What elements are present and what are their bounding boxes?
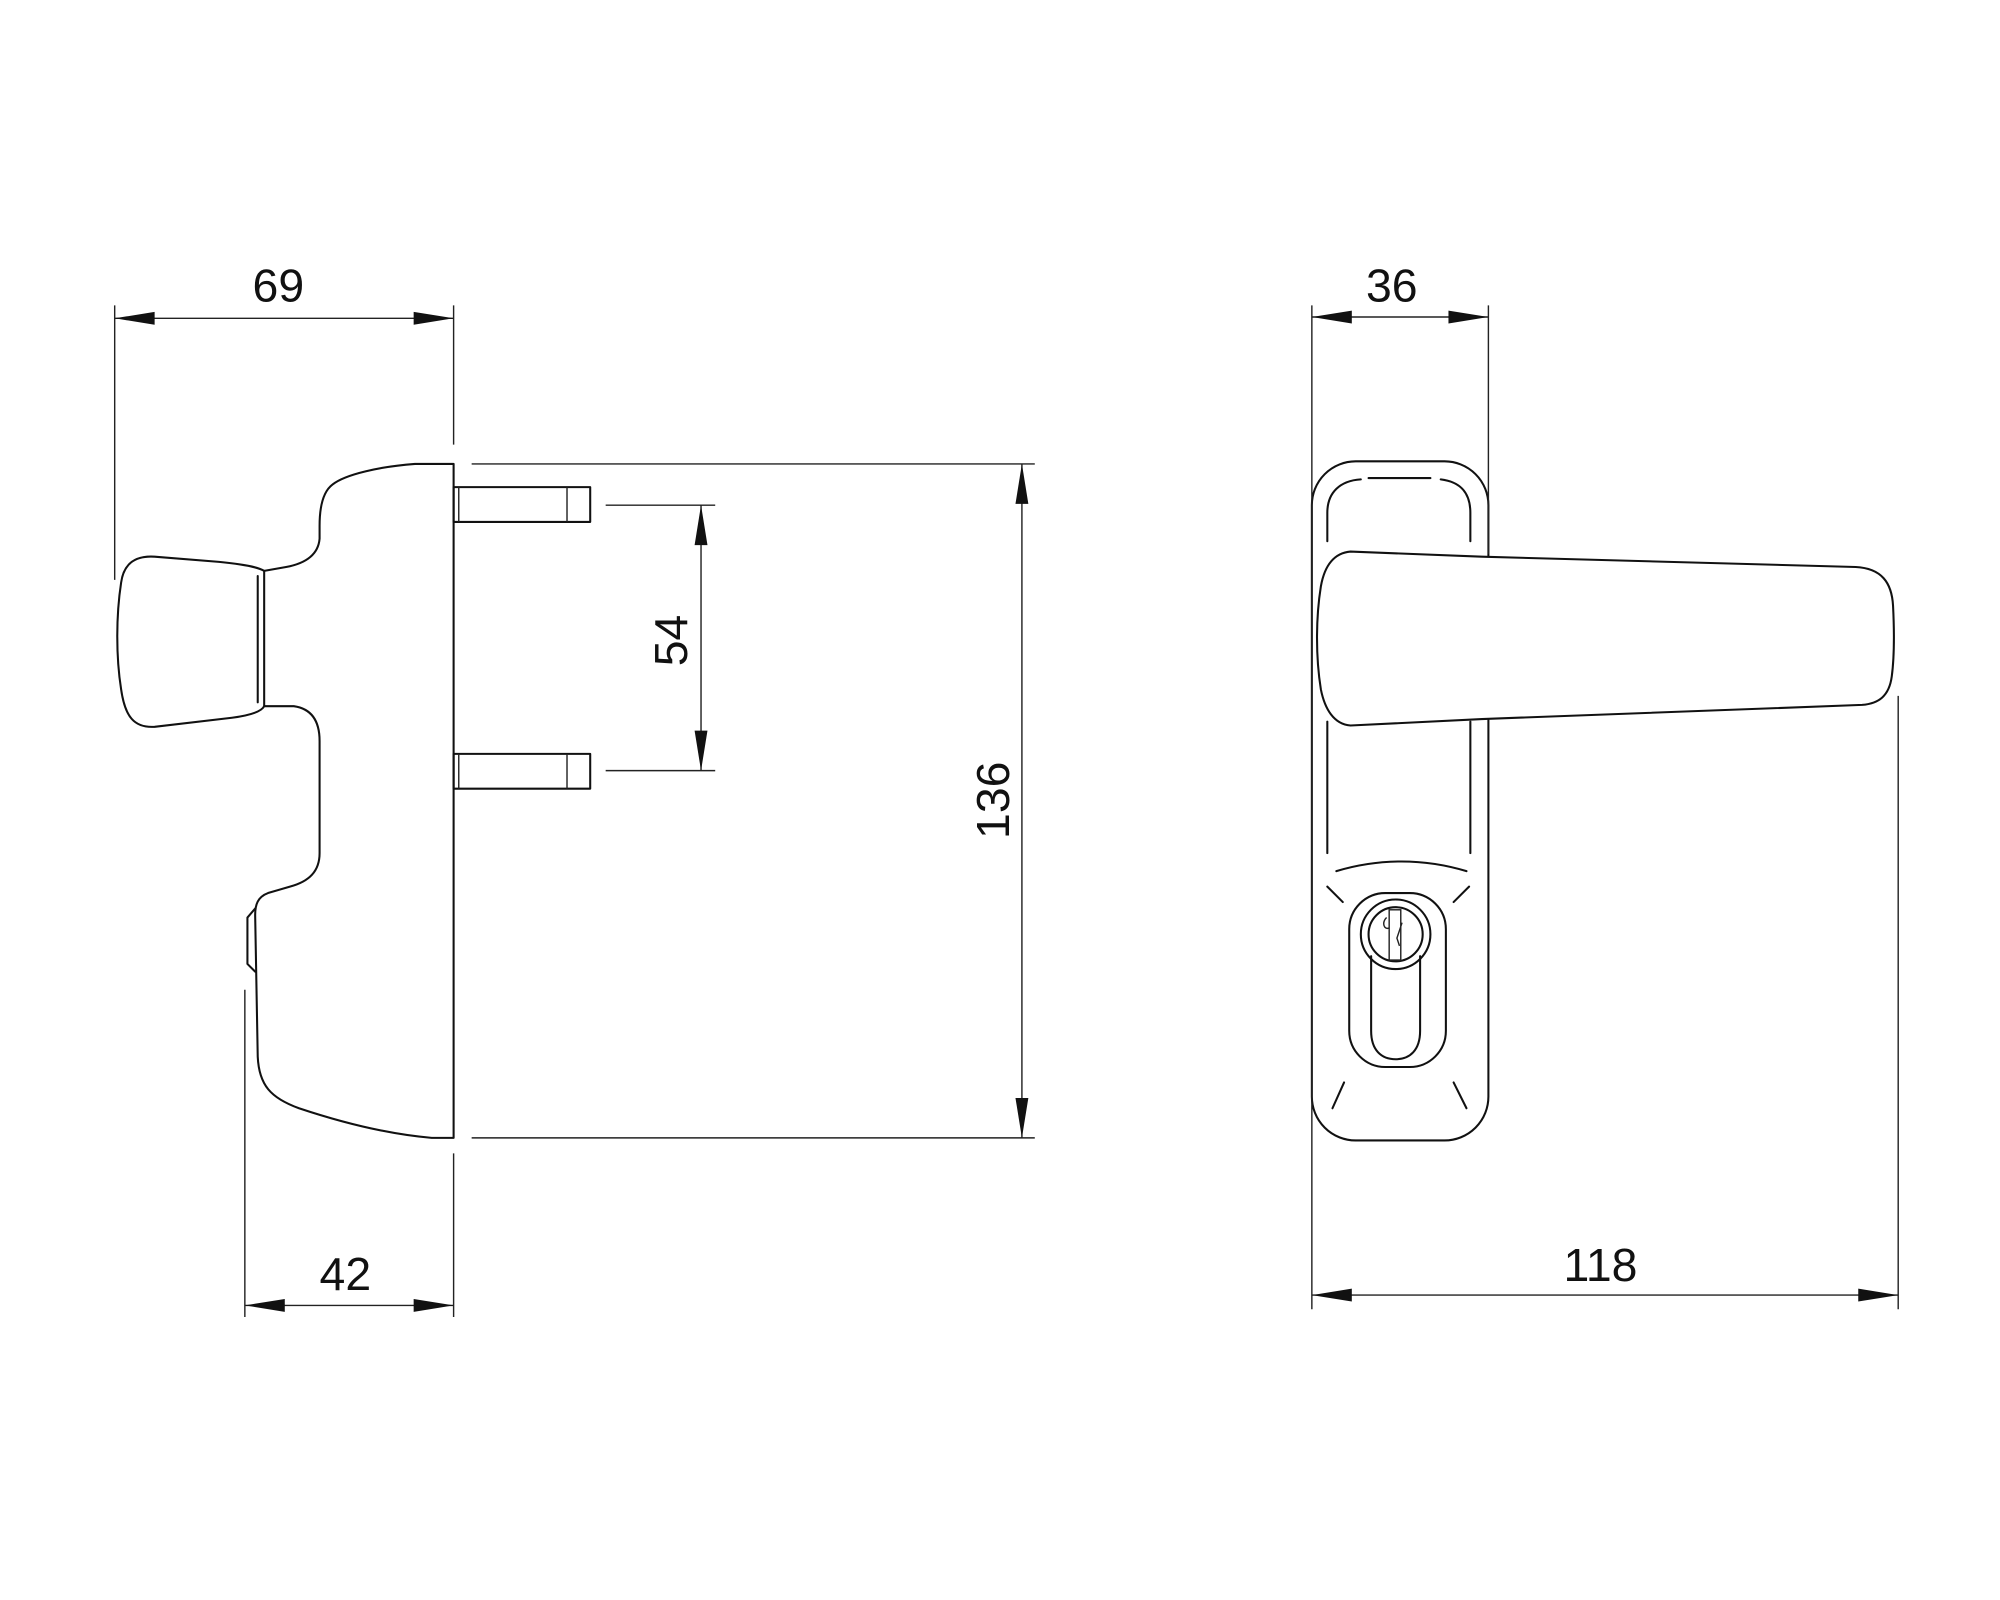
key-cylinder (1348, 892, 1447, 1069)
dimension-label-36: 36 (1366, 260, 1418, 312)
chamfer-line (1326, 885, 1344, 904)
front-view: 36 118 (1310, 260, 1899, 1310)
extension-lines-side (113, 305, 1035, 1318)
dimension-118: 118 (1311, 1239, 1899, 1302)
dimension-label-42: 42 (320, 1248, 372, 1300)
side-view: 69 42 54 136 (113, 260, 1035, 1318)
extension-lines-front (1311, 305, 1899, 1310)
chamfer-line (1452, 885, 1471, 904)
escutcheon-arc (1335, 860, 1468, 873)
dimension-label-69: 69 (253, 260, 305, 312)
backplate-inner-top (1326, 477, 1472, 543)
side-body-outline (254, 462, 455, 1139)
dimension-label-118: 118 (1564, 1239, 1638, 1291)
keyhole-icon (1383, 917, 1403, 947)
side-latch (246, 907, 257, 973)
side-knob (116, 555, 266, 728)
chamfer-line (1331, 1081, 1346, 1110)
lever-handle (1316, 550, 1895, 727)
dimension-label-54: 54 (645, 615, 697, 667)
dimension-136: 136 (967, 463, 1029, 1138)
dimension-36: 36 (1311, 260, 1489, 324)
fixing-pin-bottom (452, 752, 592, 790)
chamfer-line (1452, 1081, 1468, 1110)
dimension-42: 42 (244, 1248, 454, 1312)
fixing-pin-top (452, 486, 592, 523)
dimension-69: 69 (114, 260, 454, 325)
dimension-54: 54 (645, 505, 708, 771)
dimension-label-136: 136 (967, 762, 1019, 839)
